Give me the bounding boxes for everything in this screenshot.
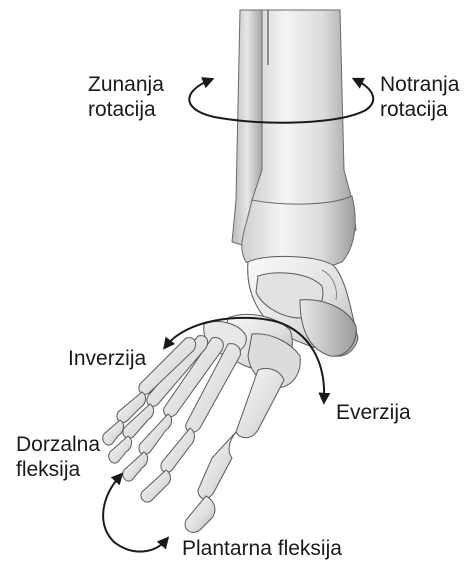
plantar-flexion-label: Plantarna fleksija [182, 536, 342, 561]
dorsal-flexion-label: Dorzalna fleksija [16, 432, 100, 482]
internal-rotation-label: Notranja rotacija [380, 72, 459, 122]
external-rotation-label: Zunanja rotacija [88, 72, 164, 122]
tibia-fibula-bones [232, 10, 356, 270]
eversion-label: Everzija [336, 400, 411, 425]
inversion-label: Inverzija [68, 346, 146, 371]
